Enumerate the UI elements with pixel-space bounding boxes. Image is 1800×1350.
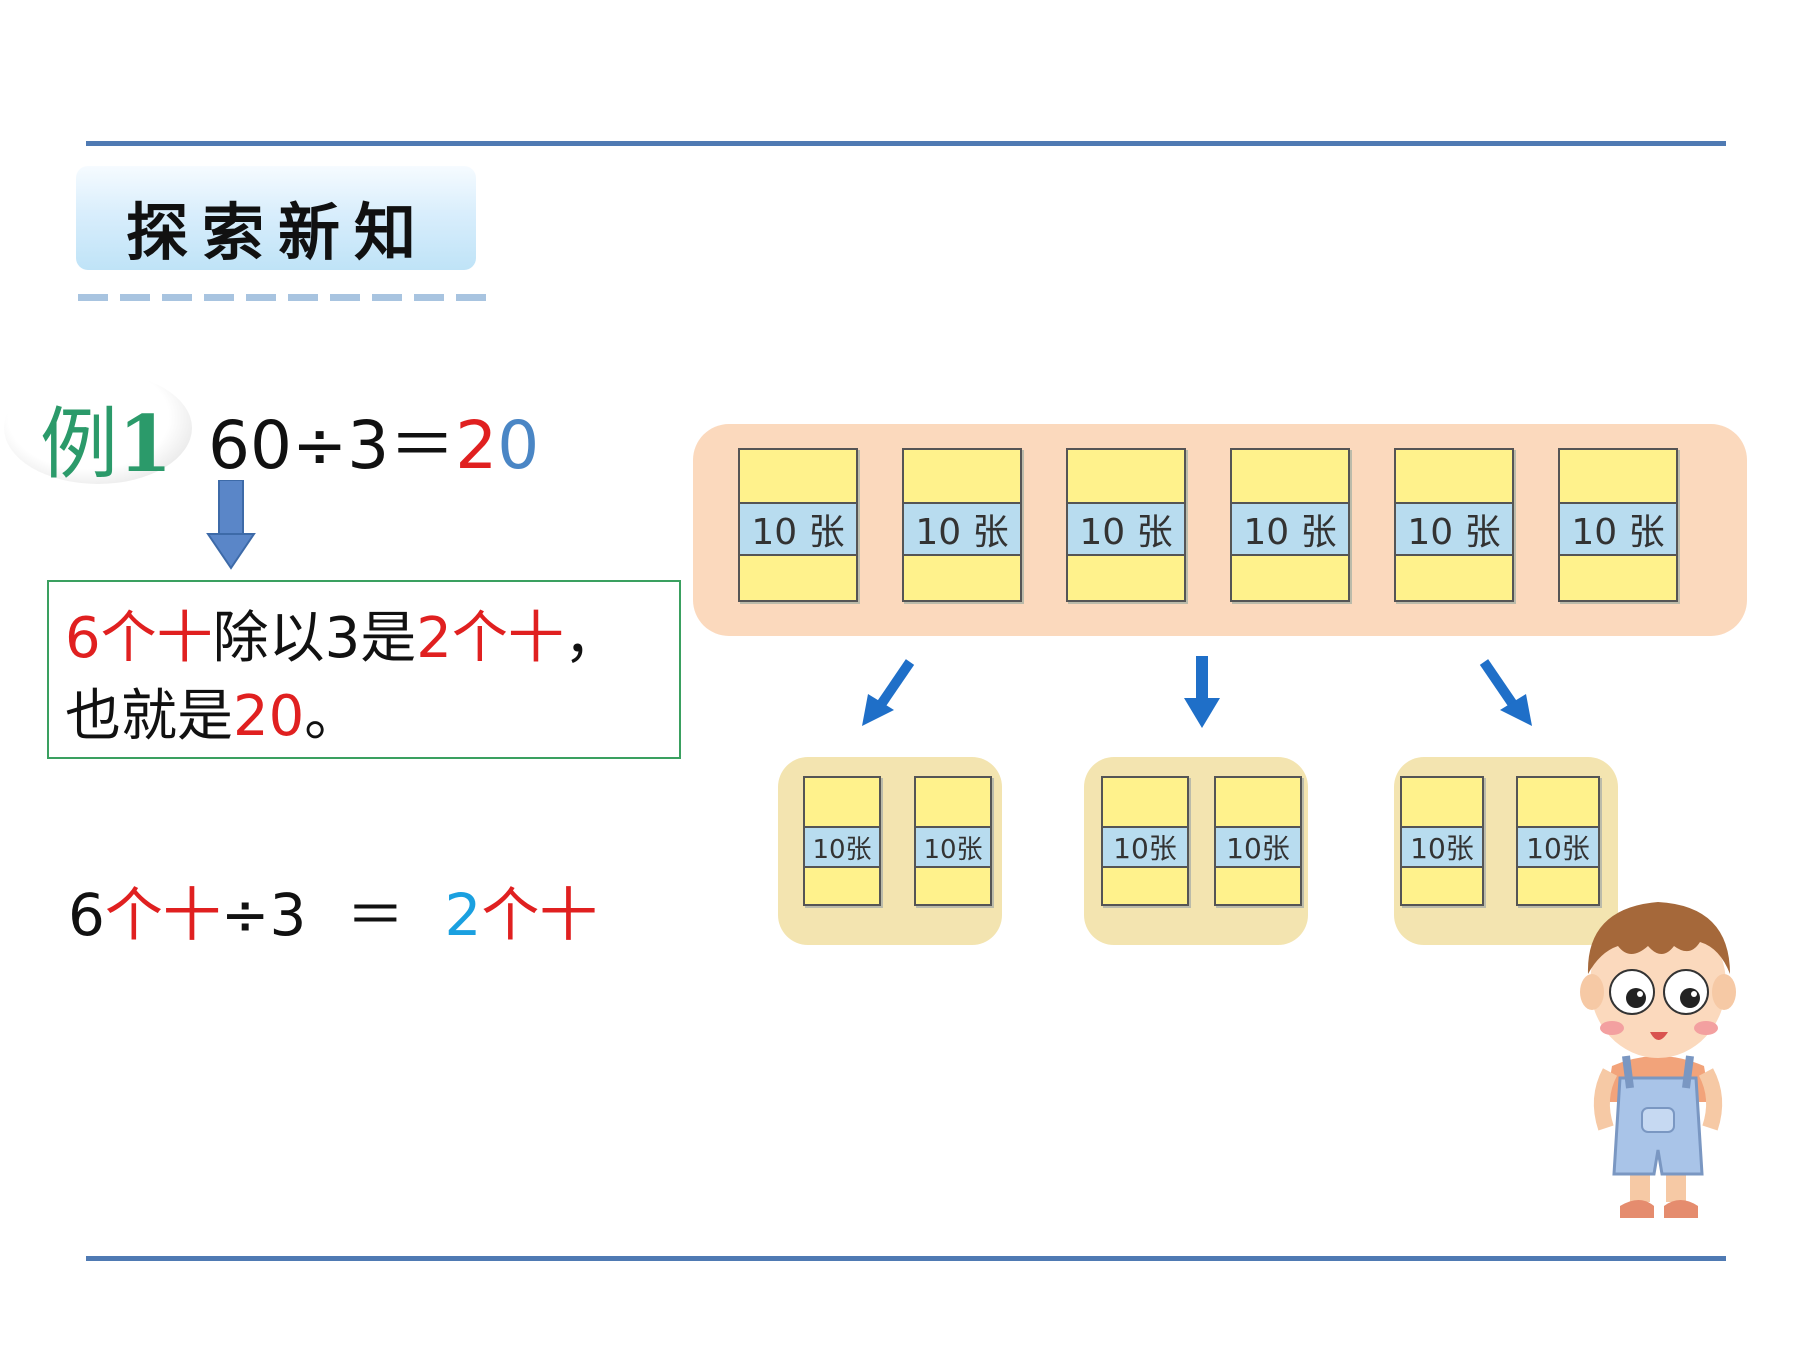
arrow-down-icon <box>1184 656 1220 728</box>
paper-pack: 10张 <box>1101 776 1189 906</box>
paper-pack: 10张 <box>1214 776 1302 906</box>
section-title-box: 探索新知 <box>76 166 476 270</box>
down-arrow-icon <box>206 480 256 570</box>
paper-pack: 10 张 <box>738 448 858 602</box>
equals-sign: ＝ <box>389 407 456 484</box>
main-equation: 60÷3＝20 <box>208 392 539 488</box>
answer-tens-digit: 2 <box>455 407 498 484</box>
example-badge: 例1 <box>4 372 192 490</box>
bottom-rule <box>86 1256 1726 1261</box>
paper-pack: 10 张 <box>1394 448 1514 602</box>
paper-pack: 10张 <box>1516 776 1600 906</box>
example-number: 1 <box>118 399 173 490</box>
answer-ones-digit: 0 <box>497 407 540 484</box>
divisor: 3 <box>347 407 390 484</box>
arrow-down-left-icon <box>862 659 915 726</box>
explanation-box: 6个十除以3是2个十，也就是20。 <box>47 580 681 759</box>
paper-pack: 10 张 <box>1066 448 1186 602</box>
top-rule <box>86 141 1726 146</box>
paper-pack: 10张 <box>803 776 881 906</box>
arrow-down-right-icon <box>1479 659 1532 726</box>
paper-pack: 10张 <box>1400 776 1484 906</box>
boy-character-illustration <box>1580 902 1736 1218</box>
paper-pack: 10 张 <box>1558 448 1678 602</box>
paper-pack: 10 张 <box>902 448 1022 602</box>
example-prefix: 例 <box>40 400 119 490</box>
dividend: 60 <box>208 407 292 484</box>
paper-pack: 10 张 <box>1230 448 1350 602</box>
explanation-text: 6个十除以3是2个十，也就是20。 <box>65 606 620 749</box>
divide-sign: ÷ <box>291 407 348 484</box>
tens-equation: 6个十÷3＝2个十 <box>68 881 598 949</box>
section-title: 探索新知 <box>126 196 431 269</box>
paper-pack: 10张 <box>914 776 992 906</box>
